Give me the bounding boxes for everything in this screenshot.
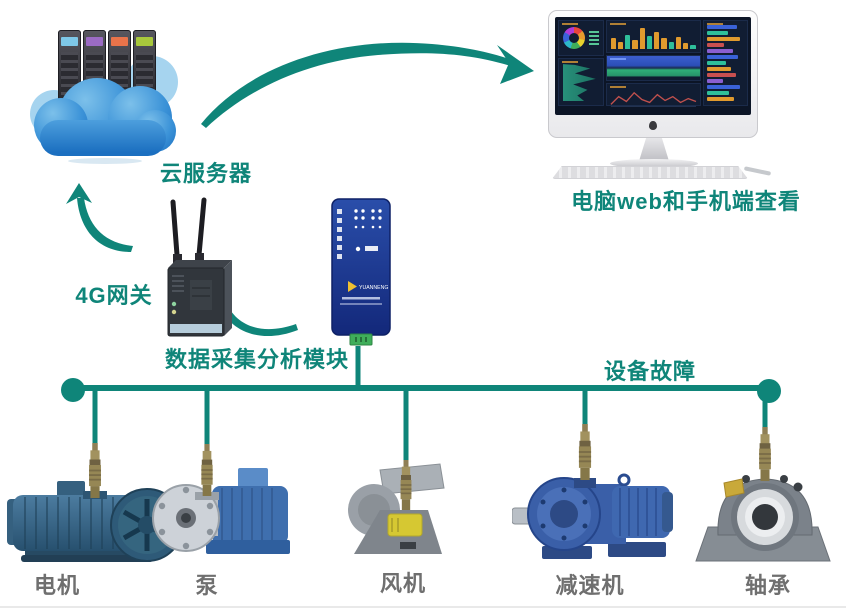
equipment-label-motor: 电机: [33, 573, 80, 598]
chart-bar: [706, 85, 740, 89]
chart-bar: [706, 55, 739, 59]
monitor-chin: [555, 115, 751, 136]
cloud-shadow: [68, 158, 142, 164]
dashboard-spectrogram-panel: [605, 54, 701, 82]
dashboard-hbar-panel: [702, 20, 748, 106]
gateway-label: 4G网关: [75, 283, 153, 308]
vibration-sensor-icon: [89, 443, 101, 498]
chart-bar: [625, 34, 631, 49]
arrow-cloud-to-monitor: [201, 42, 534, 128]
equipment-reducer-icon: [512, 424, 673, 559]
donut-chart-icon: [562, 27, 585, 50]
led-icon: [171, 309, 177, 315]
bus-endpoint-right: [757, 379, 781, 403]
chart-bar: [675, 36, 682, 49]
monitor: [548, 10, 758, 138]
area-chart-icon: [563, 64, 596, 101]
vibration-sensor-icon: [400, 460, 412, 510]
equipment-label-reducer: 减速机: [555, 573, 625, 598]
fault-label: 设备故障: [603, 359, 696, 384]
chart-bar: [706, 79, 724, 83]
equipment-bearing-icon: [695, 427, 831, 562]
module-brand-text: YUANNENG: [359, 285, 388, 291]
arrow-gateway-to-cloud: [66, 183, 133, 252]
chart-bar: [706, 61, 727, 65]
chart-bar: [617, 42, 624, 49]
gateway-device-icon: [167, 197, 232, 337]
bus-lines: [73, 346, 770, 467]
donut-legend: [588, 31, 599, 46]
monitor-screen: [555, 17, 751, 115]
dashboard-bar-panel: [605, 20, 701, 53]
equipment-pump-icon: [152, 444, 290, 554]
viewer-label: 电脑web和手机端查看: [571, 189, 801, 214]
bearing-tag: [723, 478, 745, 498]
hbar-chart-icon: [706, 25, 744, 101]
equipment-label-pump: 泵: [195, 573, 219, 598]
chart-bar: [654, 31, 660, 49]
cloud-server-icon: [30, 22, 178, 164]
server-tower-icon: [133, 30, 156, 104]
vibration-sensor-icon: [201, 444, 213, 496]
equipment-fan-icon: [348, 460, 445, 554]
chart-bar: [661, 38, 667, 49]
led-icon: [171, 301, 177, 307]
chart-bar: [668, 41, 674, 49]
keyboard-icon: [552, 166, 748, 179]
chart-bar: [683, 42, 689, 49]
chart-bar: [646, 36, 653, 49]
vibration-sensor-icon: [578, 424, 592, 480]
line-chart-icon: [610, 92, 696, 108]
chart-bar: [706, 31, 729, 35]
monitor-base: [610, 159, 698, 168]
equipment-label-fan: 风机: [379, 571, 426, 596]
chart-bar: [706, 43, 724, 47]
equipment-label-bearing: 轴承: [744, 573, 791, 598]
module-logo-icon: [348, 281, 357, 292]
dashboard: [555, 17, 751, 109]
vibration-sensor-icon: [759, 427, 771, 481]
chart-bar: [706, 67, 732, 71]
bus-endpoint-left: [61, 378, 85, 402]
dashboard-line-panel: [605, 83, 701, 108]
dashboard-donut-panel: [558, 20, 604, 57]
cloud-server-label: 云服务器: [159, 161, 252, 186]
bar-chart-icon: [610, 26, 696, 49]
chart-bar: [706, 73, 736, 77]
led-grid-icon: [354, 209, 382, 252]
chart-bar: [610, 38, 616, 49]
module-label: 数据采集分析模块: [164, 347, 349, 372]
chart-bar: [706, 25, 738, 29]
apple-logo-icon: [649, 121, 657, 130]
chart-bar: [706, 37, 741, 41]
chart-bar: [706, 97, 734, 101]
monitor-stand: [639, 138, 669, 161]
chart-bar: [706, 49, 733, 53]
chart-bar: [690, 44, 696, 49]
gateway-label-strip: [170, 324, 222, 333]
chart-bar: [706, 91, 730, 95]
cloud-icon-base: [40, 120, 166, 156]
dashboard-area-panel: [558, 58, 604, 106]
chart-bar: [632, 40, 638, 49]
module-side-text: [337, 209, 342, 259]
chart-bar: [639, 27, 645, 49]
module-device-icon: YUANNENG: [331, 198, 391, 346]
